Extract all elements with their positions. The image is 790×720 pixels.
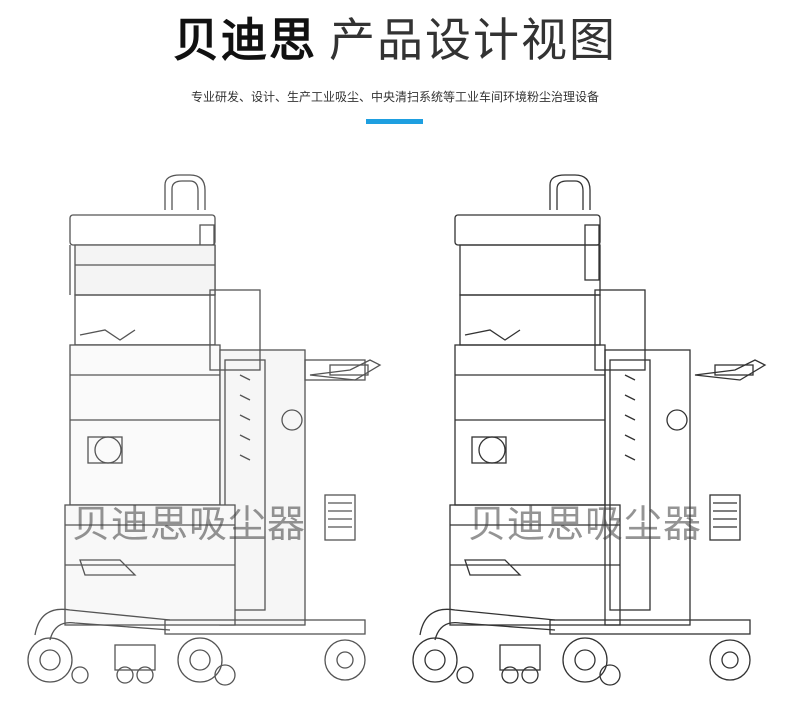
- accent-underline: [366, 119, 423, 124]
- brand-name: 贝迪思: [173, 13, 317, 67]
- page-header: 贝迪思产品设计视图 专业研发、设计、生产工业吸尘、中央清扫系统等工业车间环境粉尘…: [0, 0, 790, 130]
- watermark-right: 贝迪思吸尘器: [468, 502, 703, 546]
- vacuum-drawing-left-icon: [27, 174, 382, 686]
- vacuum-drawing-right-icon: [412, 174, 767, 686]
- page-subtitle: 专业研发、设计、生产工业吸尘、中央清扫系统等工业车间环境粉尘治理设备: [190, 90, 599, 104]
- product-drawings: 贝迪思吸尘器 贝迪思吸尘器: [0, 165, 790, 720]
- page-title: 贝迪思产品设计视图: [0, 10, 790, 70]
- watermark-left: 贝迪思吸尘器: [72, 502, 307, 546]
- title-text: 产品设计视图: [329, 13, 617, 67]
